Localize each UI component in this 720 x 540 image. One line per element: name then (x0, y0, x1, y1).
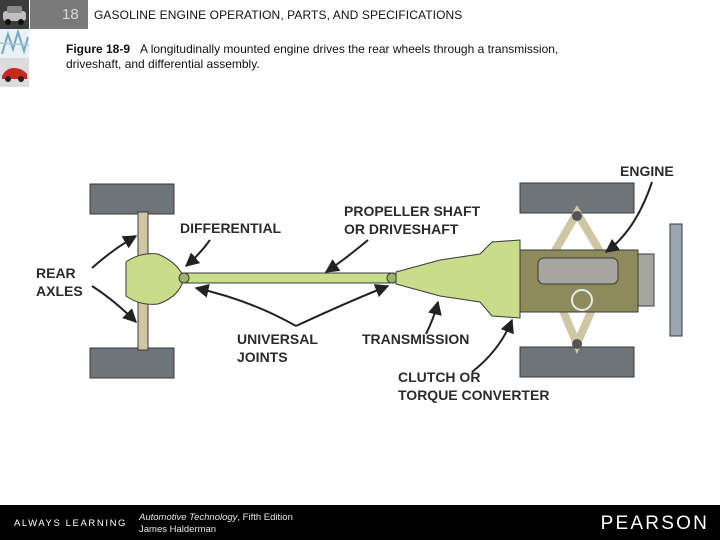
arrow-ujoint-front (295, 284, 390, 327)
label-rear-axles-2: AXLES (36, 283, 83, 299)
book-edition: , Fifth Edition (237, 512, 293, 523)
drivetrain-diagram: ENGINE PROPELLER SHAFT OR DRIVESHAFT DIF… (36, 163, 683, 403)
label-engine: ENGINE (620, 163, 674, 179)
engine-front-cover (637, 253, 655, 307)
driveshaft (181, 272, 395, 284)
radiator (669, 223, 683, 337)
figure-caption: Figure 18-9 A longitudinally mounted engi… (66, 42, 706, 72)
chapter-thumbnail-strip (0, 0, 29, 87)
footer-tagline: ALWAYS LEARNING (14, 518, 128, 529)
arrow-engine (604, 181, 653, 253)
red-car-thumbnail (0, 58, 29, 87)
caption-text-line2: driveshaft, and differential assembly. (66, 57, 260, 71)
label-differential: DIFFERENTIAL (180, 220, 282, 236)
label-rear-axles-1: REAR (36, 265, 76, 281)
label-clutch-1: CLUTCH OR (398, 369, 480, 385)
engine-pulley (571, 289, 593, 311)
rear-left-tire (89, 183, 175, 215)
engine-cylinder-head (537, 257, 619, 285)
arrow-clutch (471, 318, 514, 373)
rear-right-tire (89, 347, 175, 379)
crystal-pattern-thumbnail (0, 29, 29, 58)
footer-book-info: Automotive Technology, Fifth Edition Jam… (139, 512, 293, 536)
label-universal-joints-2: JOINTS (237, 349, 288, 365)
publisher-logo: PEARSON (600, 513, 709, 534)
book-title: Automotive Technology (139, 512, 238, 523)
label-universal-joints-1: UNIVERSAL (237, 331, 318, 347)
suspension-pivot-bottom (572, 339, 582, 349)
arrow-rear-axle-lower (91, 285, 137, 323)
label-clutch-2: TORQUE CONVERTER (398, 387, 549, 403)
suspension-pivot-top (572, 211, 582, 221)
arrow-driveshaft (324, 239, 369, 273)
arrow-ujoint-rear (194, 283, 297, 327)
footer-bar: ALWAYS LEARNING Automotive Technology, F… (0, 505, 720, 540)
chapter-title: GASOLINE ENGINE OPERATION, PARTS, AND SP… (94, 8, 463, 22)
transmission-housing (395, 239, 521, 319)
car-front-thumbnail (0, 0, 29, 29)
label-transmission: TRANSMISSION (362, 331, 469, 347)
rear-universal-joint (178, 272, 190, 284)
differential-housing (125, 253, 183, 305)
caption-text-line1: A longitudinally mounted engine drives t… (140, 42, 559, 56)
figure-label: Figure 18-9 (66, 42, 131, 56)
arrow-transmission (425, 300, 442, 335)
label-propeller-shaft-2: OR DRIVESHAFT (344, 221, 459, 237)
book-author: James Halderman (139, 524, 217, 535)
chapter-number: 18 (30, 0, 88, 29)
arrow-rear-axle-upper (91, 235, 138, 269)
label-propeller-shaft-1: PROPELLER SHAFT (344, 203, 481, 219)
arrow-differential (184, 239, 211, 267)
